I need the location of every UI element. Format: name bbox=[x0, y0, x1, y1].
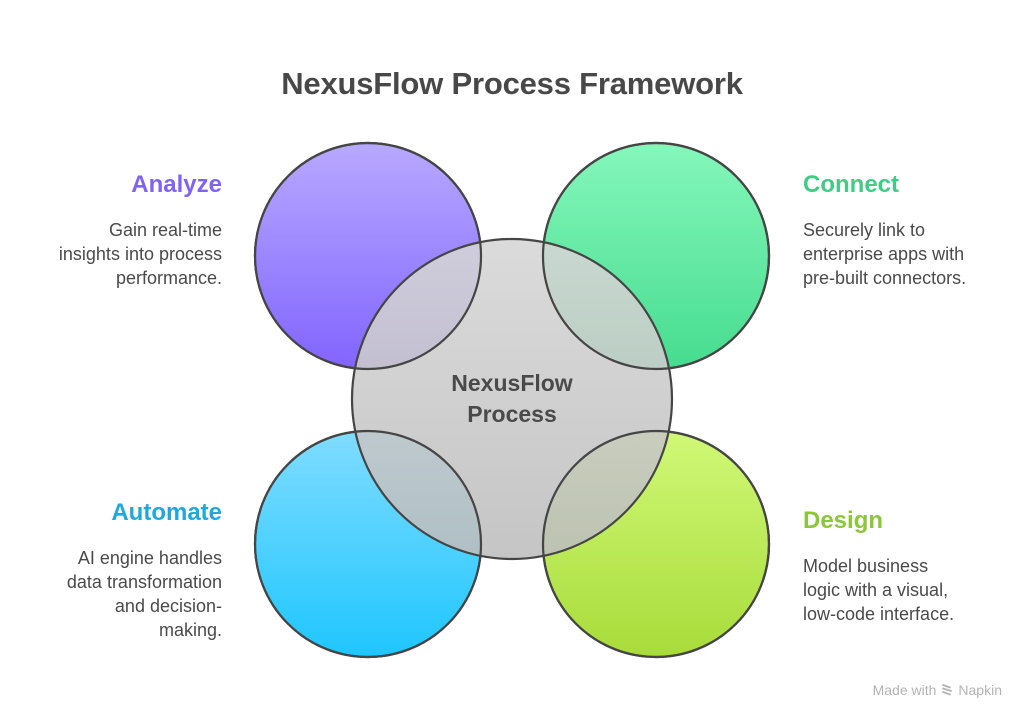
stage-connect: Connect Securely link to enterprise apps… bbox=[803, 170, 1023, 290]
design-circle-outline bbox=[541, 429, 771, 659]
connect-circle-outline bbox=[541, 141, 771, 371]
desc-line: Gain real-time bbox=[108, 220, 222, 240]
made-with-text: Made with bbox=[872, 682, 937, 698]
stage-automate: Automate AI engine handles data transfor… bbox=[2, 498, 222, 642]
desc-line: insights into process bbox=[58, 244, 222, 264]
stage-heading: Connect bbox=[803, 171, 899, 198]
stage-design: Design Model business logic with a visua… bbox=[803, 506, 1023, 626]
desc-line: enterprise apps with bbox=[803, 244, 965, 264]
stage-heading: Analyze bbox=[131, 171, 222, 198]
desc-line: data transformation bbox=[66, 572, 222, 592]
stage-description: Securely link to enterprise apps with pr… bbox=[803, 218, 1023, 290]
stage-analyze: Analyze Gain real-time insights into pro… bbox=[2, 170, 222, 290]
desc-line: Securely link to bbox=[803, 220, 926, 240]
stage-description: Model business logic with a visual, low-… bbox=[803, 554, 1023, 626]
stage-heading: Design bbox=[803, 507, 884, 534]
desc-line: making. bbox=[158, 620, 222, 640]
desc-line: AI engine handles bbox=[77, 548, 222, 568]
center-circle bbox=[350, 237, 674, 561]
center-label-line2: Process bbox=[467, 401, 557, 427]
center-label: NexusFlow Process bbox=[412, 368, 612, 430]
analyze-circle-outline bbox=[253, 141, 483, 371]
stage-description: AI engine handles data transformation an… bbox=[2, 546, 222, 642]
center-label-line1: NexusFlow bbox=[451, 370, 573, 396]
napkin-brand-text: Napkin bbox=[958, 682, 1002, 698]
desc-line: logic with a visual, bbox=[803, 580, 949, 600]
automate-circle-outline bbox=[253, 429, 483, 659]
footer-attribution: Made with Napkin bbox=[873, 682, 1002, 698]
stage-heading: Automate bbox=[111, 499, 222, 526]
desc-line: low-code interface. bbox=[803, 604, 955, 624]
napkin-logo-icon bbox=[942, 684, 953, 696]
desc-line: performance. bbox=[115, 268, 222, 288]
desc-line: pre-built connectors. bbox=[803, 268, 967, 288]
stage-description: Gain real-time insights into process per… bbox=[2, 218, 222, 290]
diagram-title: NexusFlow Process Framework bbox=[281, 66, 743, 101]
desc-line: Model business bbox=[803, 556, 929, 576]
desc-line: and decision- bbox=[114, 596, 222, 616]
